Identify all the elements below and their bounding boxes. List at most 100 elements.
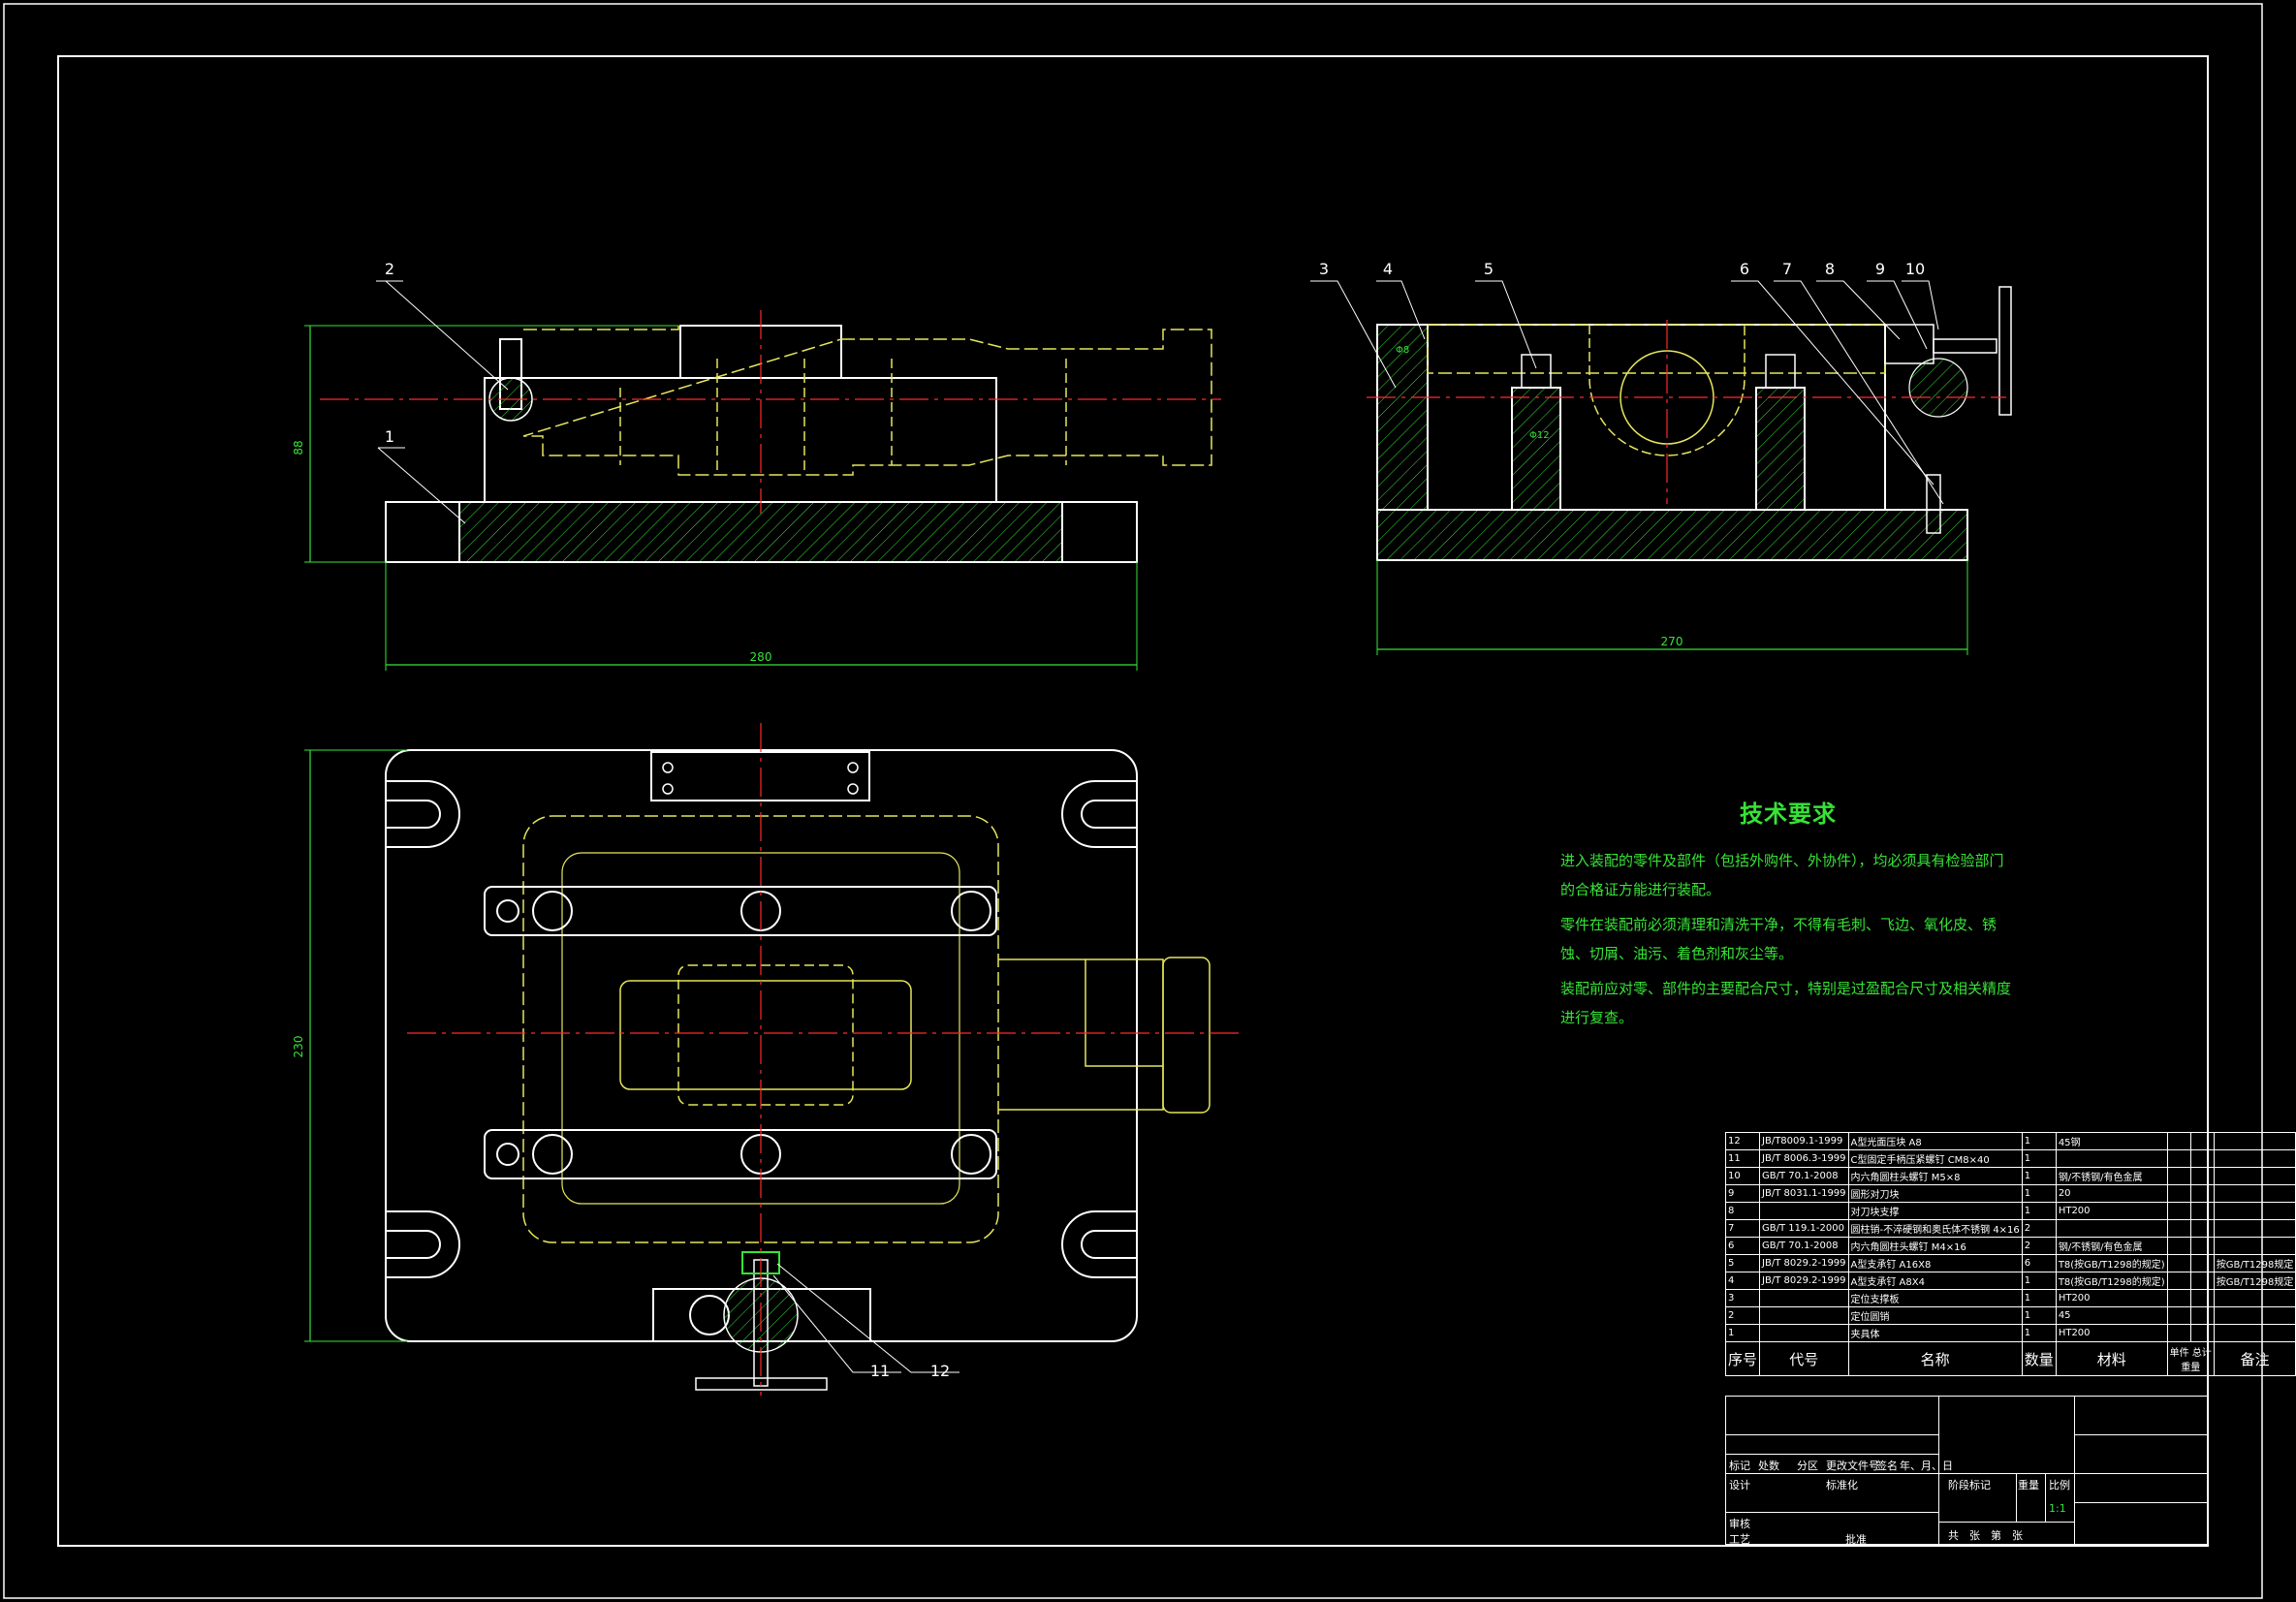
tech-title: 技术要求: [1740, 801, 1837, 828]
bom-cell-no: 4: [1724, 1272, 1761, 1290]
tb-review: 审核: [1729, 1518, 1750, 1530]
bom-cell-qty: 1: [2021, 1272, 2057, 1290]
bom-cell-qty: 6: [2021, 1254, 2057, 1272]
bom-cell-name: A型支承钉 A16X8: [1847, 1254, 2023, 1272]
plan-top-hole-4: [847, 783, 859, 795]
tb-sign: 签名: [1876, 1460, 1898, 1472]
callout-leader-11: [772, 1274, 901, 1373]
bom-cell-qty: 1: [2021, 1149, 2057, 1168]
bom-header-row: 序号 代号 名称 数量 材料 单件 总计 重量 备注: [1724, 1341, 2296, 1376]
plan-slot-tr: [1061, 780, 1137, 848]
bom-cell-weight: [2189, 1219, 2215, 1238]
tech-line-2: 零件在装配前必须清理和清洗干净，不得有毛刺、飞边、氧化皮、锈蚀、切屑、油污、着色…: [1560, 916, 1997, 962]
front-dim-width: 280: [750, 650, 772, 664]
tech-line-1: 进入装配的零件及部件（包括外购件、外协件），均必须具有检验部门的合格证方能进行装…: [1560, 852, 2004, 898]
plan-dim-height: 230: [292, 1036, 305, 1058]
callout-6: 6: [1740, 260, 1749, 278]
plan-top-hole-1: [662, 762, 674, 773]
bom-cell-no: 3: [1724, 1289, 1761, 1307]
front-view: 280 88 1 2: [292, 260, 1221, 671]
bom-header-note: 备注: [2213, 1341, 2296, 1376]
bom-cell-name: 内六角圆柱头螺钉 M4×16: [1847, 1237, 2023, 1255]
bom-cell-weight: [2166, 1272, 2191, 1290]
plan-slot-br: [1061, 1210, 1137, 1278]
bom-cell-weight: [2166, 1167, 2191, 1185]
bom-cell-weight: [2189, 1202, 2215, 1220]
bom-cell-note: [2213, 1202, 2296, 1220]
bom-cell-mat: [2055, 1219, 2168, 1238]
bom-cell-name: 圆形对刀块: [1847, 1184, 2023, 1203]
bom-cell-mat: 45: [2055, 1306, 2168, 1325]
tb-weight: 重量: [2018, 1479, 2039, 1492]
bom-cell-no: 5: [1724, 1254, 1761, 1272]
bom-header-w1: 单件: [2169, 1348, 2189, 1359]
bom-cell-weight: [2166, 1132, 2191, 1150]
side-post-left: [1511, 387, 1561, 511]
tb-date: 年、月、日: [1900, 1460, 1953, 1472]
bom-cell-mat: 20: [2055, 1184, 2168, 1203]
bom-cell-mat: HT200: [2055, 1289, 2168, 1307]
tb-sheets: 共 张 第 张: [1948, 1529, 2023, 1542]
bom-cell-weight: [2189, 1254, 2215, 1272]
callout-8: 8: [1825, 260, 1835, 278]
bom-cell-code: [1759, 1306, 1849, 1325]
tb-mark: 标记: [1729, 1460, 1750, 1472]
bom-cell-name: A型支承钉 A8X4: [1847, 1272, 2023, 1290]
bom-cell-no: 7: [1724, 1219, 1761, 1238]
side-dim-width: 270: [1661, 635, 1683, 648]
bom-cell-weight: [2189, 1306, 2215, 1325]
side-left-wall: [1376, 324, 1429, 511]
bom-cell-weight: [2189, 1272, 2215, 1290]
bom-cell-code: [1759, 1324, 1849, 1342]
bom-cell-mat: T8(按GB/T1298的规定): [2055, 1254, 2168, 1272]
bom-header-name: 名称: [1847, 1341, 2023, 1376]
bom-cell-code: GB/T 70.1-2008: [1759, 1237, 1849, 1255]
callout-leader-2: [385, 280, 509, 391]
bom-header-no: 序号: [1724, 1341, 1761, 1376]
callout-3: 3: [1319, 260, 1329, 278]
tb-doc: 更改文件号: [1826, 1460, 1879, 1472]
plan-arm-right: [998, 958, 1164, 1111]
tb-scale: 比例: [2049, 1479, 2070, 1492]
bom-cell-note: [2213, 1306, 2296, 1325]
side-tool-block: [1884, 324, 1934, 364]
bom-cell-mat: 钢/不锈钢/有色金属: [2055, 1237, 2168, 1255]
bom-cell-qty: 1: [2021, 1306, 2057, 1325]
bom-cell-weight: [2166, 1254, 2191, 1272]
bom-cell-note: [2213, 1149, 2296, 1168]
plan-handle: [695, 1377, 828, 1391]
bom-cell-weight: [2166, 1306, 2191, 1325]
callout-2: 2: [385, 260, 394, 278]
plan-boss: [619, 980, 912, 1090]
side-handle-bar: [1998, 286, 2012, 416]
plan-view: 230 11 12: [292, 723, 1241, 1396]
bom-cell-mat: T8(按GB/T1298的规定): [2055, 1272, 2168, 1290]
side-post-right: [1755, 387, 1806, 511]
bom-cell-note: [2213, 1132, 2296, 1150]
bom-cell-name: 内六角圆柱头螺钉 M5×8: [1847, 1167, 2023, 1185]
bom-cell-qty: 1: [2021, 1289, 2057, 1307]
bom-cell-no: 11: [1724, 1149, 1761, 1168]
tb-standard: 标准化: [1826, 1479, 1858, 1492]
tb-process: 工艺: [1729, 1533, 1750, 1546]
bom-cell-weight: [2166, 1219, 2191, 1238]
bom-cell-code: JB/T 8029.2-1999: [1759, 1272, 1849, 1290]
callout-leader-1: [377, 447, 466, 524]
bom-cell-note: [2213, 1167, 2296, 1185]
plan-bar-bottom: [484, 1129, 997, 1179]
bom-header-mat: 材料: [2055, 1341, 2168, 1376]
drawing-frame: [57, 55, 2209, 1547]
bom-cell-qty: 1: [2021, 1167, 2057, 1185]
bom-cell-no: 12: [1724, 1132, 1761, 1150]
bom-cell-note: [2213, 1219, 2296, 1238]
callout-9: 9: [1875, 260, 1885, 278]
callout-7: 7: [1782, 260, 1792, 278]
bom-cell-code: [1759, 1289, 1849, 1307]
bom-cell-mat: 45钢: [2055, 1132, 2168, 1150]
bom-cell-weight: [2166, 1289, 2191, 1307]
bom-cell-no: 6: [1724, 1237, 1761, 1255]
